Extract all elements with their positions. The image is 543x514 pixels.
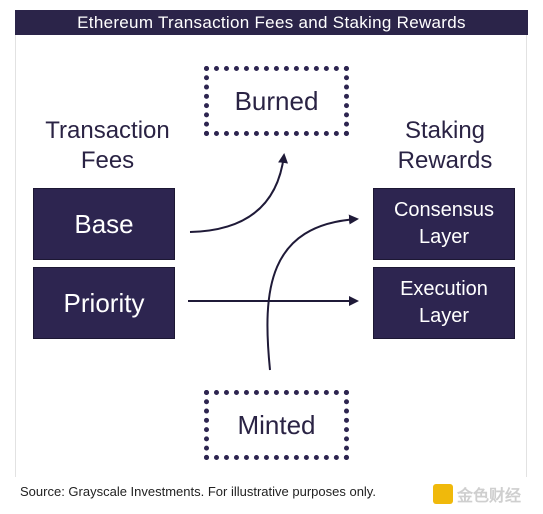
execution-layer-box: Execution Layer — [373, 267, 515, 339]
execution-layer-line1: Execution — [400, 278, 488, 300]
base-to-burned-arrow — [189, 153, 289, 233]
diagram-frame — [15, 35, 527, 477]
consensus-layer-line2: Layer — [418, 226, 470, 248]
burned-box: Burned — [204, 66, 349, 136]
source-note: Source: Grayscale Investments. For illus… — [20, 484, 376, 499]
minted-to-consensus-arrow — [266, 214, 359, 371]
consensus-layer-line1: Consensus — [393, 199, 495, 221]
transaction-fees-heading-line2: Fees — [80, 147, 135, 174]
priority-fee-box: Priority — [33, 267, 175, 339]
staking-rewards-heading-line2: Rewards — [397, 147, 493, 174]
transaction-fees-heading: Transaction Fees — [30, 116, 185, 176]
diagram-title: Ethereum Transaction Fees and Staking Re… — [15, 10, 528, 35]
staking-rewards-heading-line1: Staking — [404, 117, 486, 144]
watermark: 金色财经 — [433, 482, 521, 506]
minted-box: Minted — [204, 390, 349, 460]
consensus-layer-box: Consensus Layer — [373, 188, 515, 260]
execution-layer-line2: Layer — [418, 305, 470, 327]
staking-rewards-heading: Staking Rewards — [370, 116, 520, 176]
watermark-logo-icon — [433, 484, 453, 504]
transaction-fees-heading-line1: Transaction — [45, 117, 170, 144]
watermark-text: 金色财经 — [457, 488, 522, 505]
base-fee-box: Base — [33, 188, 175, 260]
